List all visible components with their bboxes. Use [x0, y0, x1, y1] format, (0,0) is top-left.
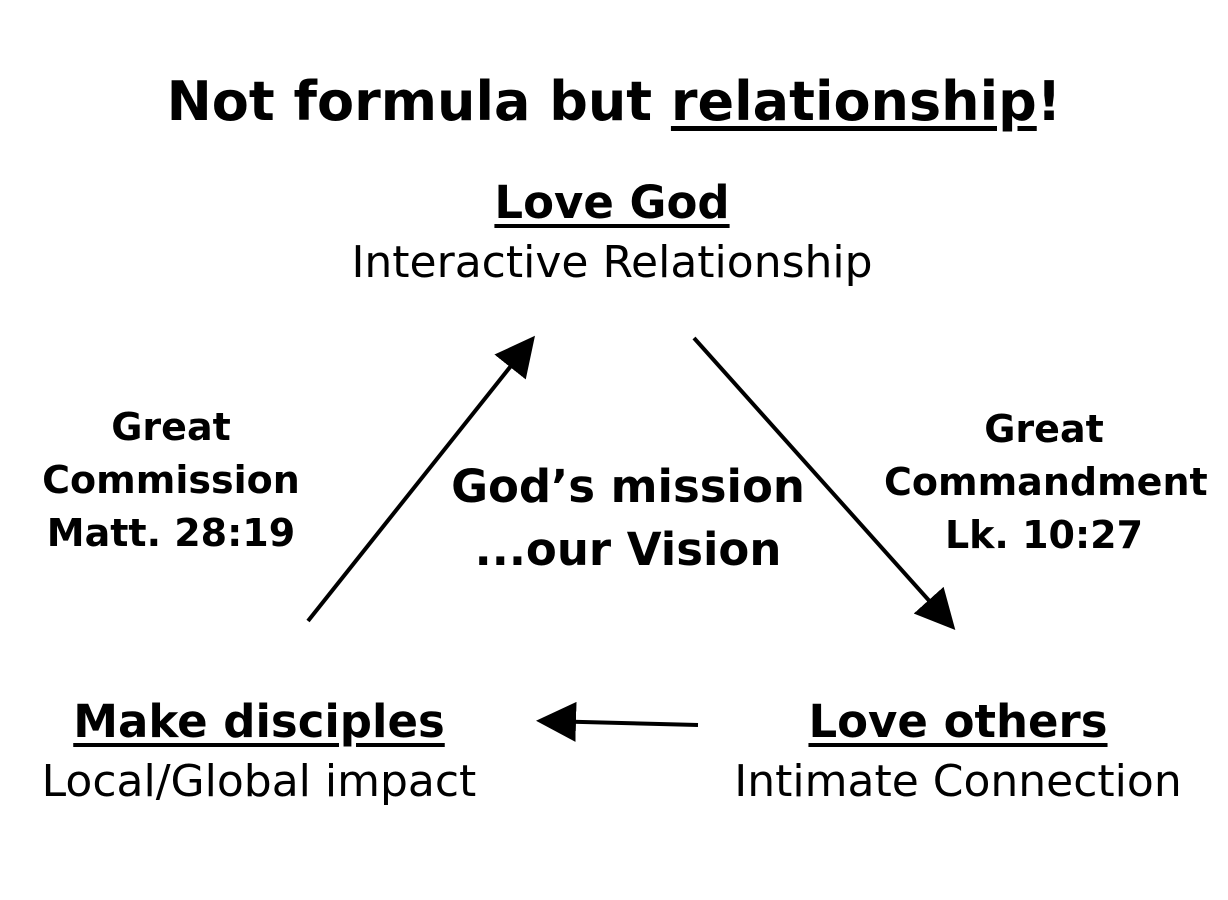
- title-prefix: Not formula but: [166, 70, 671, 133]
- make-disciples-heading: Make disciples: [73, 695, 445, 748]
- great-commission-line2: Commission: [42, 458, 300, 502]
- great-commandment-line1: Great: [984, 407, 1104, 451]
- node-make-disciples: Make disciples Local/Global impact: [28, 692, 490, 812]
- love-god-subtitle: Interactive Relationship: [351, 237, 873, 288]
- node-love-god: Love God Interactive Relationship: [312, 173, 912, 293]
- title-emphasis: relationship: [670, 70, 1037, 133]
- arrow-love-others-to-make-disciples: [536, 701, 699, 742]
- arrow-love-god-to-love-others: [692, 336, 956, 630]
- edge-label-great-commission: Great Commission Matt. 28:19: [30, 401, 312, 560]
- great-commandment-line2: Commandment: [884, 460, 1208, 504]
- slide-title: Not formula but relationship!: [0, 68, 1228, 136]
- love-god-heading: Love God: [494, 176, 730, 229]
- title-suffix: !: [1036, 70, 1062, 133]
- great-commission-line1: Great: [111, 405, 231, 449]
- love-others-heading: Love others: [808, 695, 1108, 748]
- edge-label-great-commandment: Great Commandment Lk. 10:27: [884, 403, 1208, 562]
- center-line1: God’s mission: [451, 460, 805, 513]
- center-line2: ...our Vision: [474, 523, 782, 576]
- love-others-subtitle: Intimate Connection: [734, 756, 1182, 807]
- arrow-make-disciples-to-love-god: [306, 335, 535, 623]
- great-commandment-line3: Lk. 10:27: [944, 513, 1144, 557]
- great-commission-line3: Matt. 28:19: [46, 511, 296, 555]
- center-text: God’s mission ...our Vision: [418, 455, 838, 581]
- node-love-others: Love others Intimate Connection: [718, 692, 1198, 812]
- make-disciples-subtitle: Local/Global impact: [41, 756, 477, 807]
